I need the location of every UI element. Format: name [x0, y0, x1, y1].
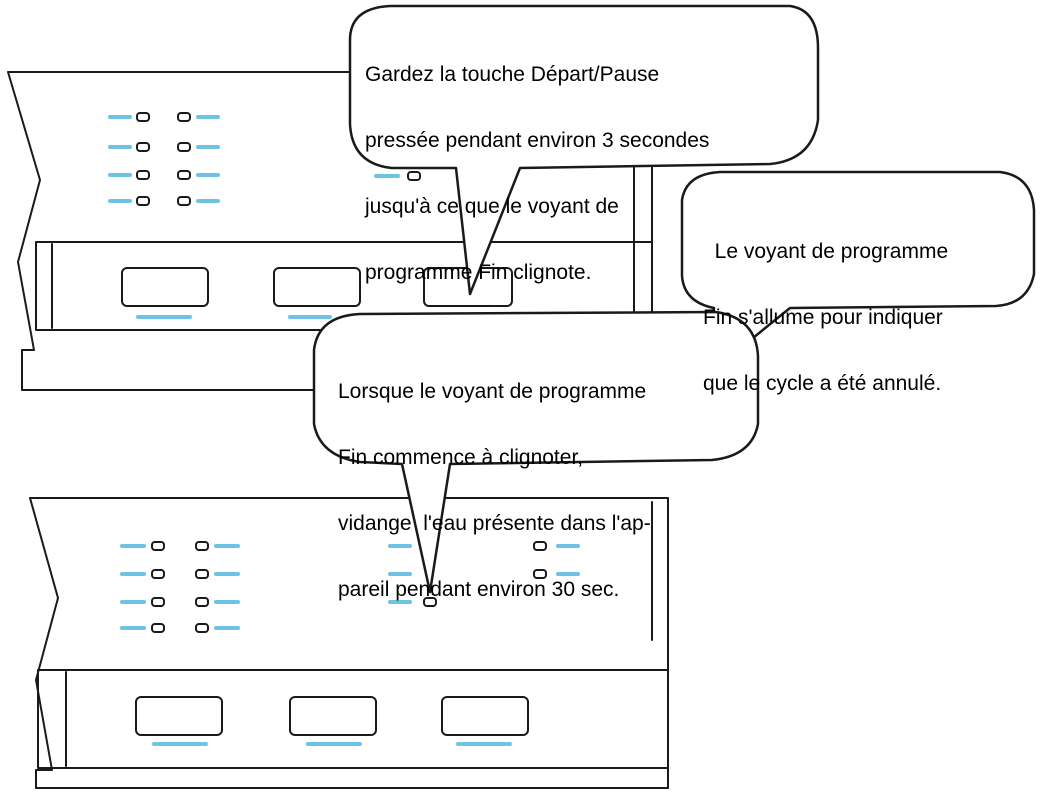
button-left-top[interactable]	[121, 267, 209, 307]
indicator-light	[533, 569, 547, 579]
callout-hold-button-text: Gardez la touche Départ/Pause pressée pe…	[365, 20, 709, 328]
button-strip-bottom	[37, 669, 669, 769]
control-panel-bottom	[29, 497, 669, 789]
indicator-light	[136, 112, 150, 122]
callout-line: Gardez la touche Départ/Pause	[365, 63, 660, 86]
indicator-light	[151, 597, 165, 607]
indicator-light	[177, 112, 191, 122]
callout-line: jusqu'à ce que le voyant de	[365, 195, 619, 218]
callout-line: programme Fin clignote.	[365, 261, 592, 284]
control-panel-top	[7, 71, 653, 391]
panel-bottom-outline	[29, 497, 669, 789]
indicator-light	[177, 170, 191, 180]
indicator-lights-bottom	[151, 541, 547, 633]
callout-light-on-text: Le voyant de programme Fin s'allume pour…	[703, 197, 948, 439]
button-left-bottom[interactable]	[135, 696, 223, 736]
indicator-light	[177, 142, 191, 152]
indicator-light	[195, 541, 209, 551]
panel-top-outline	[7, 71, 653, 391]
callout-line: Fin commence à clignoter,	[338, 446, 584, 469]
callout-line: pareil pendant environ 30 sec.	[338, 578, 620, 601]
indicator-light	[136, 170, 150, 180]
indicator-light	[151, 541, 165, 551]
indicator-lights-top	[136, 112, 421, 206]
callout-bubble-light-on	[680, 170, 1036, 378]
indicator-light	[136, 196, 150, 206]
button-middle-top[interactable]	[273, 267, 361, 307]
start-pause-button-bottom[interactable]	[441, 696, 529, 736]
callout-line: pressée pendant environ 3 secondes	[365, 129, 710, 152]
callout-bubble-hold-button	[348, 4, 820, 296]
callout-line: Lorsque le voyant de programme	[338, 380, 647, 403]
indicator-light	[195, 569, 209, 579]
indicator-light	[195, 623, 209, 633]
indicator-light	[195, 597, 209, 607]
button-middle-bottom[interactable]	[289, 696, 377, 736]
indicator-light	[533, 541, 547, 551]
callout-line: Fin s'allume pour indiquer	[703, 306, 943, 329]
indicator-light	[151, 569, 165, 579]
indicator-light	[151, 623, 165, 633]
fin-indicator-light	[423, 597, 437, 607]
indicator-light	[177, 196, 191, 206]
indicator-light	[136, 142, 150, 152]
label-dashes-bottom	[120, 544, 580, 746]
callout-line: que le cycle a été annulé.	[703, 372, 942, 395]
callout-line: Le voyant de programme	[703, 240, 949, 263]
callout-blinking-text: Lorsque le voyant de programme Fin comme…	[338, 337, 651, 645]
indicator-light	[407, 171, 421, 181]
callout-line: vidange l'eau présente dans l'ap-	[338, 512, 651, 535]
callout-bubble-blinking	[312, 310, 760, 594]
